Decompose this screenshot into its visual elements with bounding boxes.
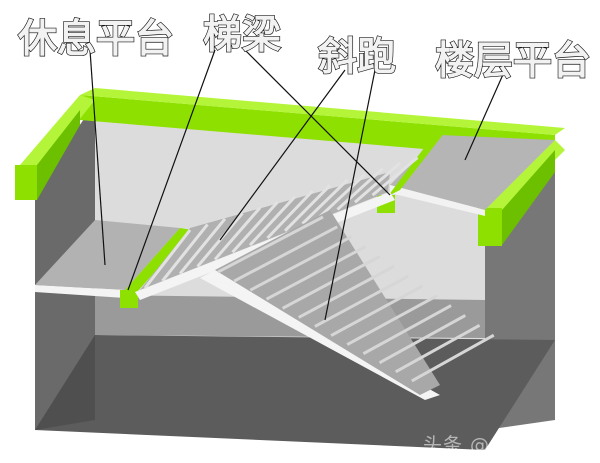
- upper-step-edge: [301, 178, 349, 225]
- lower-step-edge: [346, 294, 438, 346]
- lower-step-edge: [378, 314, 467, 365]
- upper-step-edge: [178, 217, 227, 275]
- top-back-beam-top: [80, 88, 565, 135]
- label-inclined-flight: 斜跑: [318, 35, 396, 80]
- upper-step-edge: [371, 156, 419, 197]
- floor-platform: [390, 135, 555, 210]
- leader-flight-2: [324, 69, 376, 321]
- lower-step-edge: [217, 215, 324, 274]
- label-stair-beam: 梯梁: [203, 13, 281, 58]
- upper-step-edge: [266, 189, 314, 240]
- rest-platform-beam: [125, 228, 192, 292]
- leader-lines: [89, 49, 506, 321]
- leader-rest-platform: [89, 49, 106, 266]
- upper-flight-step-lines: [143, 156, 419, 289]
- upper-step-edge: [161, 223, 209, 282]
- pit-shadow: [35, 335, 95, 430]
- label-rest-platform: 休息平台: [17, 17, 174, 62]
- upper-step-edge: [213, 206, 262, 261]
- label-floor-platform: 楼层平台: [435, 39, 591, 84]
- lower-step-edge: [249, 235, 353, 292]
- lower-step-edge: [411, 333, 495, 383]
- lower-step-edge: [314, 274, 410, 328]
- rest-platform-beam-end: [120, 290, 138, 308]
- rest-platform: [35, 220, 180, 290]
- lower-step-edge: [330, 284, 424, 337]
- watermark: 头条 @水电安装网: [422, 434, 590, 456]
- upper-step-edge: [318, 173, 367, 218]
- leader-flight-1: [219, 69, 346, 241]
- left-corner-post: [15, 165, 37, 200]
- right-beam-top: [480, 140, 565, 215]
- lower-step-edge: [281, 255, 381, 310]
- right-beam-side: [502, 150, 555, 245]
- upper-step-edge: [248, 195, 297, 247]
- upper-step-edge: [283, 184, 332, 232]
- floor-platform-edge: [390, 185, 485, 216]
- left-beam-side: [37, 110, 80, 200]
- lower-step-edge: [362, 304, 452, 356]
- rest-platform-edge: [35, 285, 125, 298]
- lower-flight-step-lines: [217, 215, 495, 383]
- leader-beam-1: [127, 49, 216, 291]
- lower-step-edge: [394, 323, 481, 374]
- leader-floor-platform: [464, 69, 506, 161]
- floor-platform-beam: [388, 132, 445, 196]
- upper-step-edge: [231, 201, 279, 254]
- lower-step-edge: [298, 264, 395, 319]
- upper-step-edge: [336, 167, 384, 211]
- leader-beam-2: [244, 49, 391, 196]
- upper-step-edge: [143, 229, 192, 289]
- lower-step-edge: [265, 245, 367, 301]
- lower-step-edge: [233, 225, 338, 283]
